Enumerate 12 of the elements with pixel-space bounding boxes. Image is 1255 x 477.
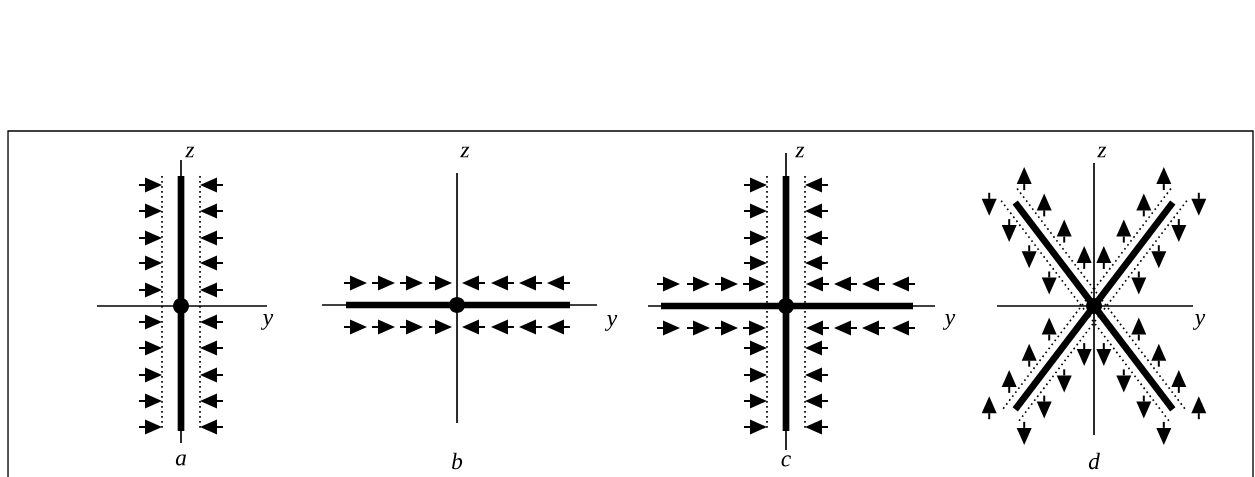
panel-label: c — [781, 455, 791, 467]
axis-label: z — [1097, 146, 1107, 158]
axis-label: y — [942, 314, 956, 330]
axis-label: z — [460, 146, 470, 158]
panel-label: b — [452, 452, 463, 470]
axis-label: z — [185, 146, 195, 158]
axis-label: y — [260, 314, 274, 330]
panel-label: a — [175, 454, 186, 466]
axis-label: y — [604, 315, 618, 331]
panel-label: d — [1088, 452, 1100, 470]
axis-label: y — [1192, 314, 1206, 330]
axis-label: z — [795, 146, 805, 158]
